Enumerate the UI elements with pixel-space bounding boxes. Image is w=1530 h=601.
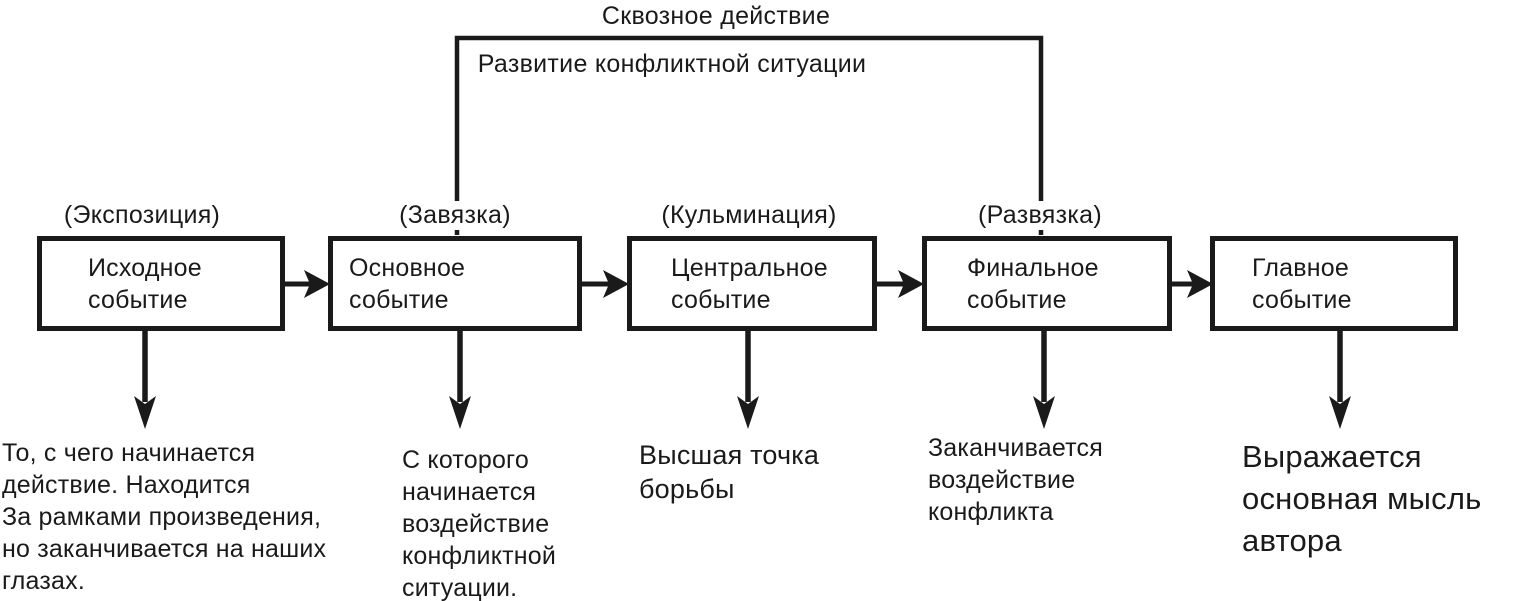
event-box-central-label: Центральное событие: [671, 253, 828, 314]
conflict-development-label: Развитие конфликтной ситуации: [477, 50, 867, 78]
arrow-right-3: [875, 270, 924, 298]
phase-label-climax: (Кульминация): [656, 201, 842, 230]
through-action-bracket: [454, 35, 1044, 235]
arrow-right-2: [579, 270, 629, 298]
arrow-down-3: [737, 329, 759, 429]
note-exposition: То, с чего начинается действие. Находитс…: [2, 439, 327, 595]
arrow-down-5: [1329, 329, 1351, 429]
event-box-chief: Главное событие: [1210, 236, 1458, 331]
event-box-initial-label: Исходное событие: [88, 253, 202, 314]
note-author-idea: Выражается основная мысль автора: [1242, 439, 1482, 558]
note-climax: Высшая точка борьбы: [639, 440, 820, 504]
event-box-initial: Исходное событие: [37, 236, 285, 331]
note-inciting: С которого начинается воздействие конфли…: [402, 446, 557, 601]
arrow-down-1: [134, 329, 156, 429]
event-box-main: Основное событие: [328, 236, 582, 331]
event-box-chief-label: Главное событие: [1252, 253, 1352, 314]
note-denouement: Заканчивается воздействие конфликта: [928, 434, 1103, 526]
arrow-right-4: [1170, 270, 1213, 298]
arrow-down-4: [1033, 329, 1055, 429]
event-box-final: Финальное событие: [922, 236, 1172, 331]
phase-label-inciting: (Завязка): [394, 201, 516, 230]
event-box-central: Центральное событие: [627, 236, 877, 331]
arrow-right-1: [283, 270, 330, 298]
event-box-main-label: Основное событие: [349, 253, 466, 314]
phase-label-exposition: (Экспозиция): [58, 201, 226, 230]
arrow-down-2: [449, 329, 471, 429]
event-box-final-label: Финальное событие: [967, 253, 1099, 314]
phase-label-denouement: (Развязка): [973, 201, 1107, 230]
through-action-label: Сквозное действие: [601, 2, 831, 30]
